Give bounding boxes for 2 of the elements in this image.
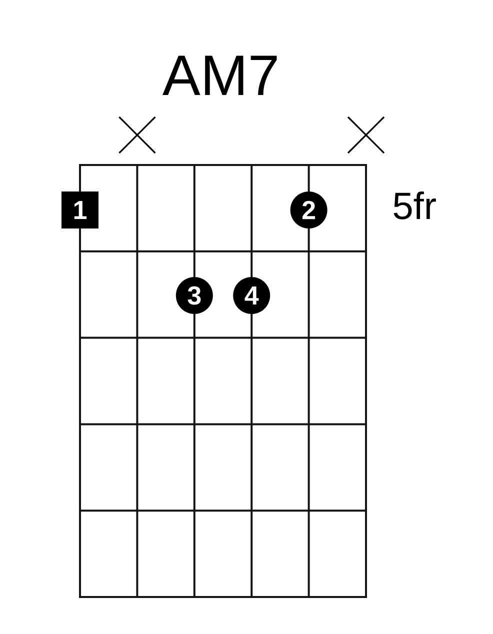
fret-position-label: 5fr	[394, 192, 436, 220]
chord-title: AM7	[162, 56, 277, 95]
